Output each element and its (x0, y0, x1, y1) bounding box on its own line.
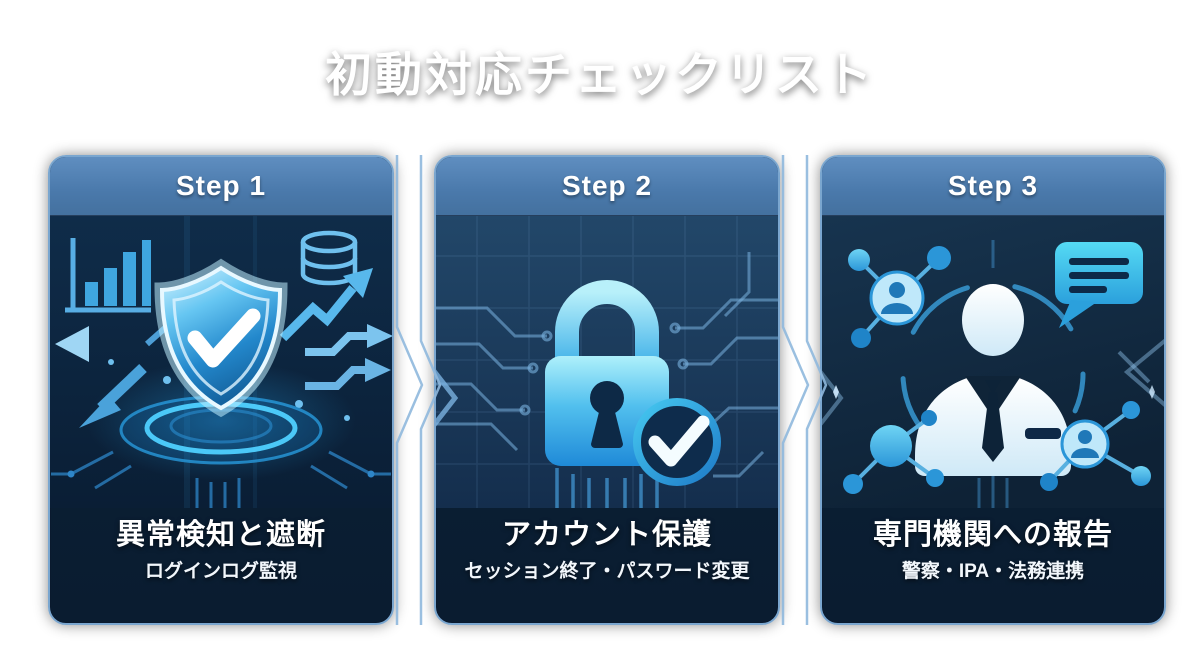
step-card-2: Step 2 (434, 155, 780, 625)
step-2-heading: アカウント保護 (501, 519, 712, 551)
step-connector-2 (780, 155, 828, 625)
step-2-subheading: セッション終了・パスワード変更 (464, 561, 750, 582)
step-3-label: Step 3 (947, 170, 1039, 201)
step-2-label: Step 2 (561, 170, 653, 201)
chevron-right-icon (395, 155, 442, 625)
step-1-header: Step 1 (50, 157, 392, 216)
step-1-text: 異常検知と遮断 ログインログ監視 (50, 508, 392, 623)
step-1-heading: 異常検知と遮断 (115, 519, 326, 551)
step-3-text: 専門機関への報告 警察・IPA・法務連携 (822, 508, 1164, 623)
step-2-text: アカウント保護 セッション終了・パスワード変更 (436, 508, 778, 623)
shield-check-icon (50, 216, 392, 508)
step-3-subheading: 警察・IPA・法務連携 (901, 561, 1085, 582)
lock-check-icon (436, 216, 778, 508)
step-card-1: Step 1 (48, 155, 394, 625)
step-3-heading: 専門機関への報告 (872, 519, 1113, 551)
page-title: 初動対応チェックリスト (325, 48, 875, 101)
expert-report-icon (822, 216, 1164, 508)
step-1-subheading: ログインログ監視 (144, 561, 297, 582)
step-2-header: Step 2 (436, 157, 778, 216)
steps-row: Step 1 (48, 155, 1166, 625)
step-card-3: Step 3 (820, 155, 1166, 625)
step-connector-1 (394, 155, 442, 625)
step-1-label: Step 1 (175, 170, 267, 201)
chevron-right-icon (781, 155, 828, 625)
step-3-header: Step 3 (822, 157, 1164, 216)
